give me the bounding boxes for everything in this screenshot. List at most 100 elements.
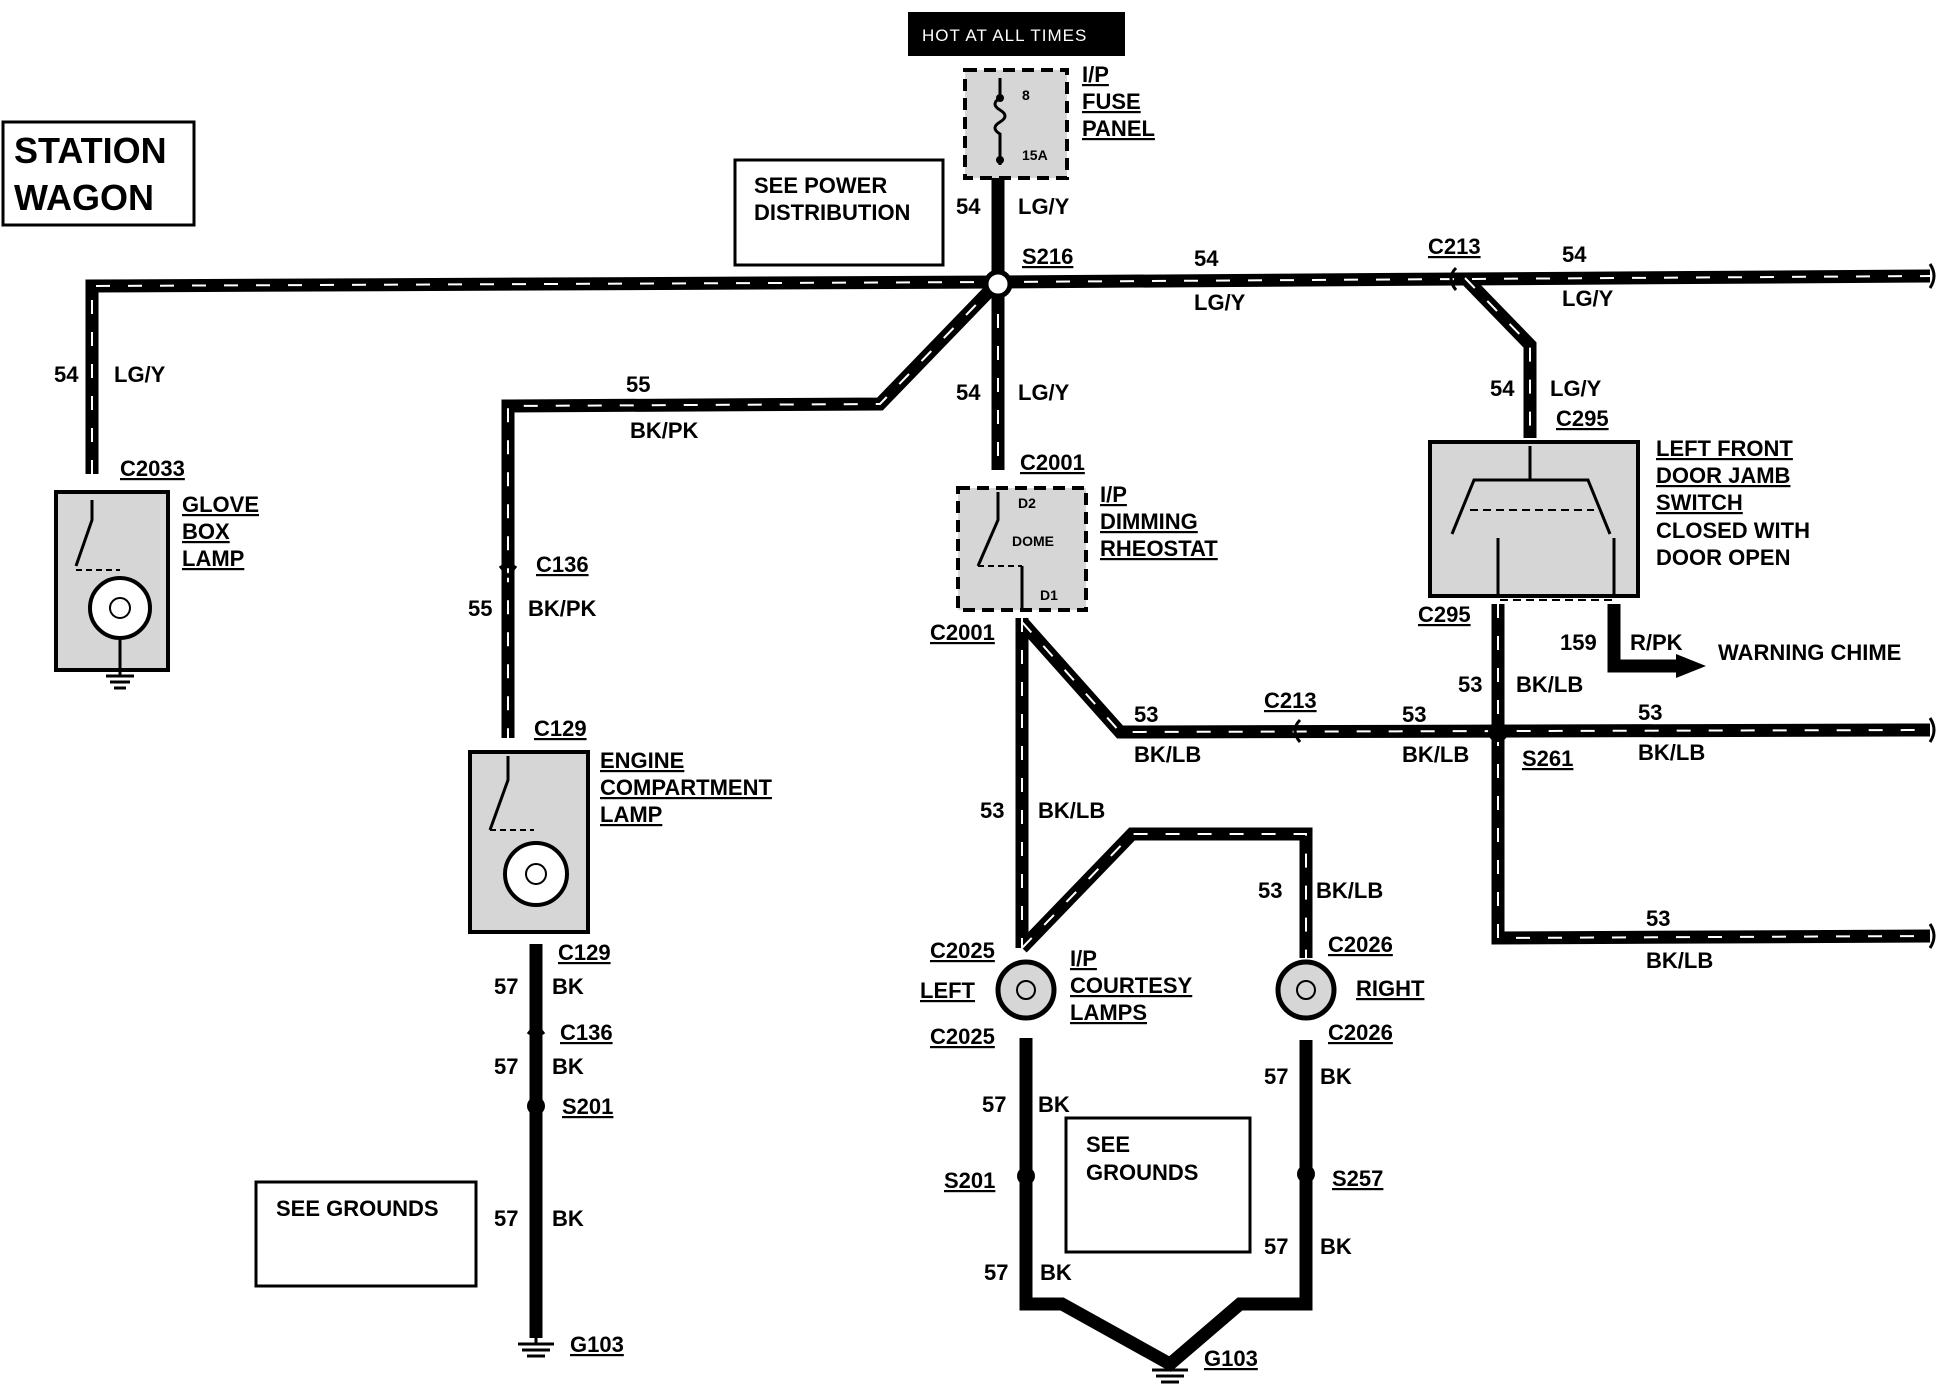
see-power-line2: DISTRIBUTION: [754, 200, 910, 225]
wire-label: BK/LB: [1316, 878, 1383, 903]
engine-connector-bottom: C129: [558, 940, 611, 965]
fuse-panel-label-2: FUSE: [1082, 89, 1141, 114]
see-grounds-center-frame: [1064, 1116, 1252, 1254]
courtesy-label-1: I/P: [1070, 946, 1097, 971]
wire-label: BK: [552, 1054, 584, 1079]
wire-label: 54: [54, 362, 79, 387]
courtesy-label-2: COURTESY: [1070, 973, 1193, 998]
wire-label: 53: [1402, 702, 1426, 727]
fuse-icon: [993, 78, 1007, 165]
see-power-distribution-note: SEE POWER DISTRIBUTION: [733, 158, 945, 267]
see-power-line1: SEE POWER: [754, 173, 887, 198]
wire-label: BK/LB: [1516, 672, 1583, 697]
door-label-4: CLOSED WITH: [1656, 518, 1810, 543]
splice-s216-dot: [983, 269, 1013, 299]
wire-label: BK/LB: [1402, 742, 1469, 767]
door-label-2: DOOR JAMB: [1656, 463, 1790, 488]
engine-connector-top: C129: [534, 716, 587, 741]
rheostat-label-3: RHEOSTAT: [1100, 536, 1218, 561]
rheostat-pin-d2: D2: [1018, 495, 1036, 511]
glove-connector-c2033: C2033: [120, 456, 185, 481]
see-power-frame: [733, 158, 945, 267]
wire-label: 53: [1638, 700, 1662, 725]
wire-55-bkpk: [501, 277, 1003, 738]
wire-end-mark: [1928, 263, 1936, 289]
see-grounds-center-note: SEE GROUNDS: [1064, 1116, 1252, 1254]
splice-s257-label: S257: [1332, 1166, 1383, 1191]
wire-label: 54: [1562, 242, 1587, 267]
warning-chime-label: WARNING CHIME: [1718, 640, 1901, 665]
rheostat-connector-bottom: C2001: [930, 620, 995, 645]
splice-s201-left-label: S201: [562, 1094, 613, 1119]
wire-label: BK: [1320, 1234, 1352, 1259]
wire-label: 57: [1264, 1234, 1288, 1259]
fuse-number: 8: [1022, 87, 1030, 103]
ground-g103-center-label: G103: [1204, 1346, 1258, 1371]
connector-labels: S216 C213 C213 C136 C136 S261 S201 S201 …: [536, 234, 1573, 1193]
wire-53-horizontal: [1017, 617, 1931, 739]
glove-ground-icon: [106, 640, 134, 690]
engine-label-3: LAMP: [600, 802, 662, 827]
door-switch-leads: [1496, 538, 1616, 594]
door-jamb-switch: C295 C295 LEFT FRONT DOOR JAMB SWITCH CL…: [1418, 406, 1810, 627]
wire-label: BK/PK: [630, 418, 699, 443]
splice-s261-label: S261: [1522, 746, 1573, 771]
see-grounds-left-text: SEE GROUNDS: [276, 1196, 439, 1221]
rheostat-switch-icon: [976, 492, 1000, 567]
ground-g103-left-label: G103: [570, 1332, 624, 1357]
wire-end-mark: [1928, 717, 1936, 743]
wire-label: 54: [956, 194, 981, 219]
connector-c213-mid-label: C213: [1264, 688, 1317, 713]
wire-label: BK: [1320, 1064, 1352, 1089]
hot-header-text: HOT AT ALL TIMES: [922, 26, 1087, 45]
see-grounds-center-line2: GROUNDS: [1086, 1160, 1198, 1185]
wire-label: R/PK: [1630, 630, 1683, 655]
wire-label: LG/Y: [1550, 376, 1602, 401]
wire-label: 55: [468, 596, 492, 621]
connector-c213-top-label: C213: [1428, 234, 1481, 259]
glove-label-1: GLOVE: [182, 492, 259, 517]
hot-at-all-times-header: HOT AT ALL TIMES: [908, 12, 1125, 56]
wire-label: 53: [1258, 878, 1282, 903]
wire-label: BK/PK: [528, 596, 597, 621]
courtesy-left-label: LEFT: [920, 978, 976, 1003]
wire-label: 57: [494, 1206, 518, 1231]
wire-stripes: [91, 275, 1931, 958]
wire-label: LG/Y: [1018, 194, 1070, 219]
left-courtesy-bulb-icon: [995, 959, 1057, 1021]
splice-s216-label: S216: [1022, 244, 1073, 269]
right-courtesy-filament: [1296, 980, 1316, 1000]
rheostat-connector-top: C2001: [1020, 450, 1085, 475]
door-connector-bottom: C295: [1418, 602, 1471, 627]
courtesy-right-conn-top: C2026: [1328, 932, 1393, 957]
fuse-panel: 8 15A I/P FUSE PANEL: [963, 62, 1155, 180]
fuse-rating: 15A: [1022, 147, 1048, 163]
wire-label: 57: [1264, 1064, 1288, 1089]
wire-54-to-door-switch: [1460, 273, 1537, 438]
connector-c136-bottom-label: C136: [560, 1020, 613, 1045]
courtesy-right-conn-bottom: C2026: [1328, 1020, 1393, 1045]
splice-s201-left-dot: [527, 1097, 545, 1115]
wire-159-rpk: [1607, 604, 1678, 673]
wire-label: BK: [552, 1206, 584, 1231]
fuse-terminal-top: [996, 94, 1004, 102]
hot-header-bg: [908, 12, 1125, 56]
title-block: STATION WAGON: [1, 120, 196, 227]
warning-chime-arrow: [1676, 654, 1706, 678]
right-courtesy-bulb-icon: [1275, 959, 1337, 1021]
engine-bulb-icon: [503, 841, 569, 907]
glove-bulb-icon: [88, 576, 152, 640]
courtesy-left-conn-bottom: C2025: [930, 1024, 995, 1049]
wire-label: 57: [982, 1092, 1006, 1117]
wire-label: BK/LB: [1638, 740, 1705, 765]
courtesy-right-label: RIGHT: [1356, 976, 1425, 1001]
connector-c136-top-label: C136: [536, 552, 589, 577]
wire-label: 53: [980, 798, 1004, 823]
fuse-panel-box: [963, 68, 1069, 180]
see-grounds-center-line1: SEE: [1086, 1132, 1130, 1157]
rheostat-pin-dome: DOME: [1012, 533, 1054, 549]
wire-label: BK/LB: [1038, 798, 1105, 823]
wire-label: BK: [552, 974, 584, 999]
fuse-terminal-bottom: [996, 156, 1004, 164]
wire-label: 54: [956, 380, 981, 405]
